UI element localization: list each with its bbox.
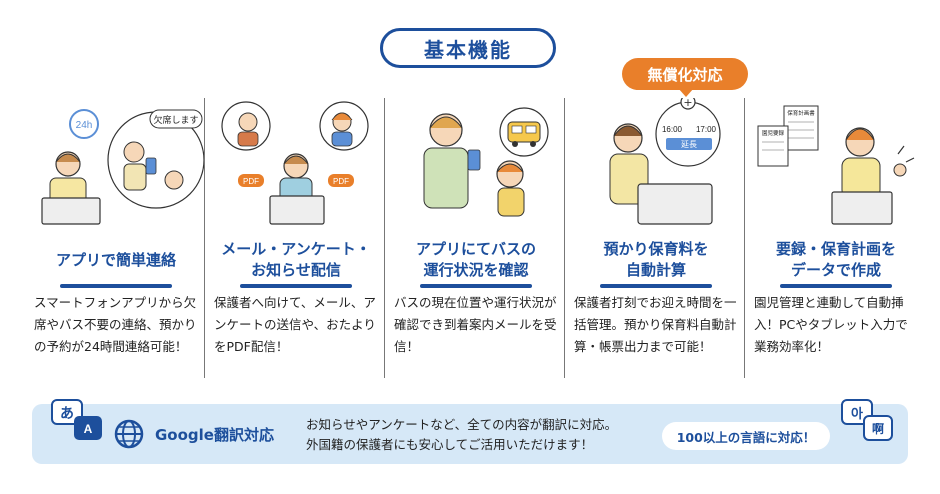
globe-icon bbox=[114, 419, 144, 449]
translate-description: お知らせやアンケートなど、全ての内容が翻訳に対応。 外国籍の保護者にも安心してご… bbox=[306, 417, 618, 452]
app-contact-illustration: 24h 欠席します bbox=[41, 109, 204, 225]
pdf-badge-right: PDF bbox=[333, 177, 349, 186]
feature-description: 保護者へ向けて、メール、アンケートの送信や、おたよりをPDF配信！ bbox=[214, 295, 376, 354]
childcare-fee-illustration: + 16:00 17:00 延長 bbox=[609, 98, 721, 225]
time-start: 16:00 bbox=[662, 125, 683, 134]
page-title: 基本機能 bbox=[380, 28, 556, 68]
mail-survey-illustration: PDF PDF bbox=[221, 101, 369, 225]
feature-title: アプリで簡単連絡 bbox=[55, 250, 176, 269]
pdf-badge-left: PDF bbox=[243, 177, 259, 186]
hanzi-char: 啊 bbox=[872, 421, 884, 436]
latin-char: A bbox=[84, 422, 93, 436]
feature-bus-status: アプリにてバスの 運行状況を確認 バスの現在位置や運行状況が確認でき到着案内メー… bbox=[388, 98, 564, 380]
records-plans-illustration: 保育計画書 園児要録 bbox=[757, 105, 915, 225]
free-tuition-badge: 無償化対応 bbox=[622, 58, 748, 97]
title-underline bbox=[780, 284, 892, 288]
feature-records-plans: 保育計画書 園児要録 要録・保育計画を データで作成 園児管理と連動して自動挿入… bbox=[748, 98, 924, 380]
hiragana-char: あ bbox=[60, 406, 74, 422]
language-count-pill: 100以上の言語に対応！ bbox=[662, 422, 830, 450]
language-bubbles-left: あ A bbox=[51, 399, 102, 440]
clock-label: 24h bbox=[76, 120, 93, 131]
feature-title: アプリにてバスの 運行状況を確認 bbox=[415, 240, 536, 279]
title-underline bbox=[60, 284, 172, 288]
extension-label: 延長 bbox=[681, 139, 697, 149]
feature-title: 要録・保育計画を データで作成 bbox=[775, 240, 896, 279]
feature-app-contact: 24h 欠席します アプリで簡単連絡 スマートフォンアプリから欠席やバス不要の連… bbox=[28, 98, 204, 380]
feature-description: バスの現在位置や運行状況が確認でき到着案内メールを受信！ bbox=[394, 295, 557, 354]
time-end: 17:00 bbox=[696, 125, 717, 134]
title-underline bbox=[420, 284, 532, 288]
column-divider bbox=[744, 98, 745, 378]
column-divider bbox=[204, 98, 205, 378]
feature-description: 保護者打刻でお迎え時間を一括管理。預かり保育料自動計算・帳票出力まで可能！ bbox=[574, 295, 737, 354]
column-divider bbox=[564, 98, 565, 378]
translate-title: Google翻訳対応 bbox=[155, 426, 274, 444]
doc-title-plan: 保育計画書 bbox=[787, 109, 815, 117]
feature-childcare-fee: + 16:00 17:00 延長 預かり保育料を 自動計算 保護者打刻でお迎え時… bbox=[568, 98, 744, 380]
feature-description: スマートフォンアプリから欠席やバス不要の連絡、預かりの予約が24時間連絡可能！ bbox=[34, 295, 197, 354]
feature-title: メール・アンケート・ お知らせ配信 bbox=[221, 240, 371, 279]
feature-mail-survey: PDF PDF メール・アンケート・ お知らせ配信 保護者へ向けて、メール、アン… bbox=[208, 98, 384, 380]
bus-status-illustration bbox=[423, 107, 549, 217]
feature-description: 園児管理と連動して自動挿入！PCやタブレット入力で業務効率化！ bbox=[754, 295, 908, 354]
column-divider bbox=[384, 98, 385, 378]
feature-title: 預かり保育料を 自動計算 bbox=[603, 240, 709, 279]
language-bubbles-right: 아 啊 bbox=[841, 399, 893, 441]
title-underline bbox=[600, 284, 712, 288]
svg-text:+: + bbox=[683, 98, 692, 109]
hangul-char: 아 bbox=[851, 406, 863, 422]
absence-bubble-text: 欠席します bbox=[153, 114, 198, 126]
title-underline bbox=[240, 284, 352, 288]
doc-title-record: 園児要録 bbox=[762, 129, 785, 137]
